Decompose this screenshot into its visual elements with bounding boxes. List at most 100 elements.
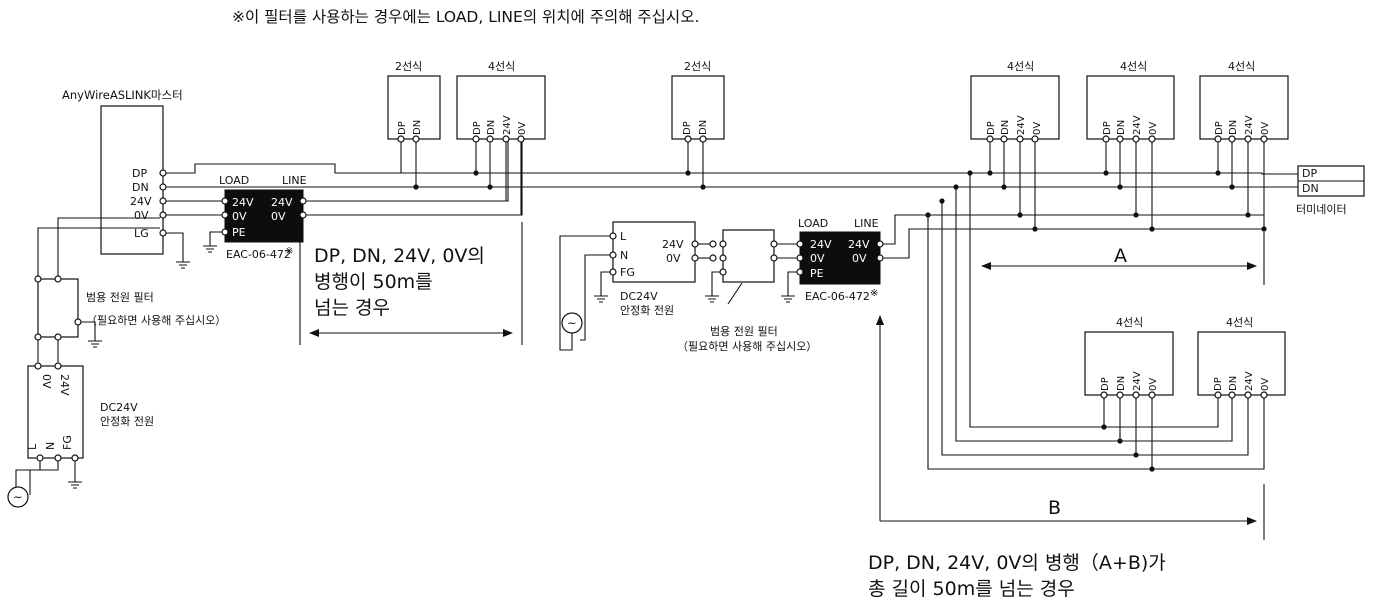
terminator-term-dn: DN: [1302, 182, 1319, 195]
noise-filter-2: LOAD LINE 24V 0V PE 24V 0V EAC-06-472 ※: [796, 217, 884, 303]
slave-4wire-3-24v: 24V: [1132, 115, 1143, 135]
filter1-left-pe: PE: [232, 226, 246, 239]
slave-4wire-6-dn: DN: [1228, 376, 1239, 391]
slave-4wire-3-label: 4선식: [1120, 60, 1147, 73]
filter1-left-24v: 24V: [232, 196, 254, 209]
slave-4wire-1-dn: DN: [486, 120, 497, 135]
filter1-right-0v: 0V: [271, 210, 286, 223]
total-note-line1: DP, DN, 24V, 0V의 병행（A+B)가: [868, 552, 1166, 574]
left-psu-term-l: L: [26, 443, 39, 450]
slave-4wire-1: 4선식 DP DN 24V 0V: [456, 60, 546, 140]
dimension-a: [981, 232, 1265, 285]
main-bus-lines: [166, 122, 1298, 262]
slave-4wire-4-dp: DP: [1214, 121, 1225, 135]
mid-psu-term-0v: 0V: [666, 252, 681, 265]
master-term-dn-node: [159, 183, 167, 191]
master-term-dp: DP: [132, 167, 147, 180]
filter2-right-0v: 0V: [852, 252, 867, 265]
slave-2wire-1: 2선식 DP DN: [387, 60, 441, 140]
mid-psu-term-fg: FG: [620, 266, 635, 279]
left-psu-title: DC24V: [100, 401, 138, 414]
branch-loops: [927, 173, 1265, 470]
mid-psu-box: [612, 221, 696, 283]
left-general-filter-title: 범용 전원 필터: [86, 291, 154, 304]
mid-psu-wiring: [559, 235, 800, 351]
mid-general-filter: 범용 전원 필터 （필요하면 사용해 주십시오）: [677, 229, 817, 353]
filter2-right-24v: 24V: [848, 238, 870, 251]
slave-2wire-1-dp: DP: [397, 121, 408, 135]
slave-4wire-1-label: 4선식: [488, 60, 515, 73]
master-term-dp-node: [159, 169, 167, 177]
filter1-right-24v: 24V: [271, 196, 293, 209]
slave-4wire-4-dn: DN: [1228, 120, 1239, 135]
filter2-mark: ※: [870, 288, 878, 299]
slave-4wire-6-0v: 0V: [1260, 378, 1271, 391]
slave-4wire-4-label: 4선식: [1228, 60, 1255, 73]
terminator-label: 터미네이터: [1296, 203, 1347, 216]
slave-4wire-4: 4선식 DP DN 24V 0V: [1199, 60, 1289, 140]
slave-4wire-6-label: 4선식: [1226, 316, 1253, 329]
filter2-body: [799, 231, 881, 285]
left-psu-term-n: N: [44, 442, 57, 450]
master-term-24v-node: [159, 197, 167, 205]
mid-general-filter-box: [722, 229, 775, 283]
noise-filter-1: LOAD LINE 24V 0V PE 24V 0V EAC-06-472 ※: [219, 174, 307, 261]
slave-2wire-2-dp: DP: [682, 121, 693, 135]
notice-text: ※이 필터를 사용하는 경우에는 LOAD, LINE의 위치에 주의해 주십시…: [232, 8, 699, 26]
slave-4wire-3-dp: DP: [1102, 121, 1113, 135]
master-term-dn: DN: [132, 181, 149, 194]
slave-4wire-6: 4선식 DP DN 24V 0V: [1197, 316, 1286, 396]
left-ac-tilde: ~: [13, 490, 23, 504]
terminator-term-dp: DP: [1302, 167, 1317, 180]
slave-4wire-2-24v: 24V: [1016, 115, 1027, 135]
slave-4wire-3-0v: 0V: [1148, 122, 1159, 135]
slave-4wire-5-label: 4선식: [1116, 316, 1143, 329]
total-note-line2: 총 길이 50m를 넘는 경우: [868, 578, 1075, 600]
master-title: AnyWireASLINK마스터: [62, 88, 183, 102]
left-general-filter-box: [37, 278, 79, 338]
exceed-note-line1: DP, DN, 24V, 0V의: [314, 245, 485, 267]
slave-2wire-2-dn: DN: [698, 120, 709, 135]
left-psu-wiring: [15, 217, 160, 495]
slave-4wire-4-0v: 0V: [1260, 122, 1271, 135]
mid-general-filter-title: 범용 전원 필터: [710, 325, 778, 338]
filter1-left-0v: 0V: [232, 210, 247, 223]
exceed-note-line3: 넘는 경우: [314, 297, 390, 319]
filter1-mark: ※: [285, 246, 293, 257]
slave-4wire-2-label: 4선식: [1007, 60, 1034, 73]
master-term-lg-node: [159, 229, 167, 237]
filter2-left-24v: 24V: [810, 238, 832, 251]
master-term-lg: LG: [134, 227, 149, 240]
mid-ac-tilde: ~: [567, 316, 577, 330]
mid-general-filter-note: （필요하면 사용해 주십시오）: [677, 339, 817, 353]
slave-2wire-1-label: 2선식: [395, 60, 422, 73]
master-term-0v-node: [159, 211, 167, 219]
slave-4wire-3-dn: DN: [1116, 120, 1127, 135]
mid-psu-subtitle: 안정화 전원: [620, 304, 674, 317]
filter1-load-label: LOAD: [219, 174, 249, 187]
filter2-left-pe: PE: [810, 267, 824, 280]
left-psu-term-0v: 0V: [40, 374, 53, 389]
dimension-b-label: B: [1048, 497, 1061, 519]
slave-2wire-2: 2선식 DP DN: [671, 60, 725, 140]
left-psu-subtitle: 안정화 전원: [100, 415, 154, 428]
slave-4wire-4-24v: 24V: [1244, 115, 1255, 135]
slave-2wire-2-label: 2선식: [684, 60, 711, 73]
slave-4wire-5-0v: 0V: [1148, 378, 1159, 391]
mid-psu: L N FG 24V 0V DC24V 안정화 전원 ~: [561, 221, 699, 334]
left-general-filter: 범용 전원 필터 （필요하면 사용해 주십시오）: [34, 275, 226, 341]
slave-4wire-2: 4선식 DP DN 24V 0V: [970, 60, 1060, 140]
slave-4wire-2-dp: DP: [986, 121, 997, 135]
slave-drop-wires: [400, 139, 1265, 229]
terminator: DP DN 터미네이터: [1296, 165, 1365, 216]
left-psu: 0V 24V L N FG DC24V 안정화 전원 ~: [7, 362, 154, 508]
junction-dots: [413, 170, 1267, 472]
master-term-0v: 0V: [134, 209, 149, 222]
mid-psu-term-n: N: [620, 249, 628, 262]
mid-psu-term-24v: 24V: [662, 238, 684, 251]
slave-4wire-2-0v: 0V: [1032, 122, 1043, 135]
filter1-model: EAC-06-472: [226, 248, 291, 261]
master-term-24v: 24V: [130, 195, 152, 208]
filter1-body: [224, 189, 304, 243]
